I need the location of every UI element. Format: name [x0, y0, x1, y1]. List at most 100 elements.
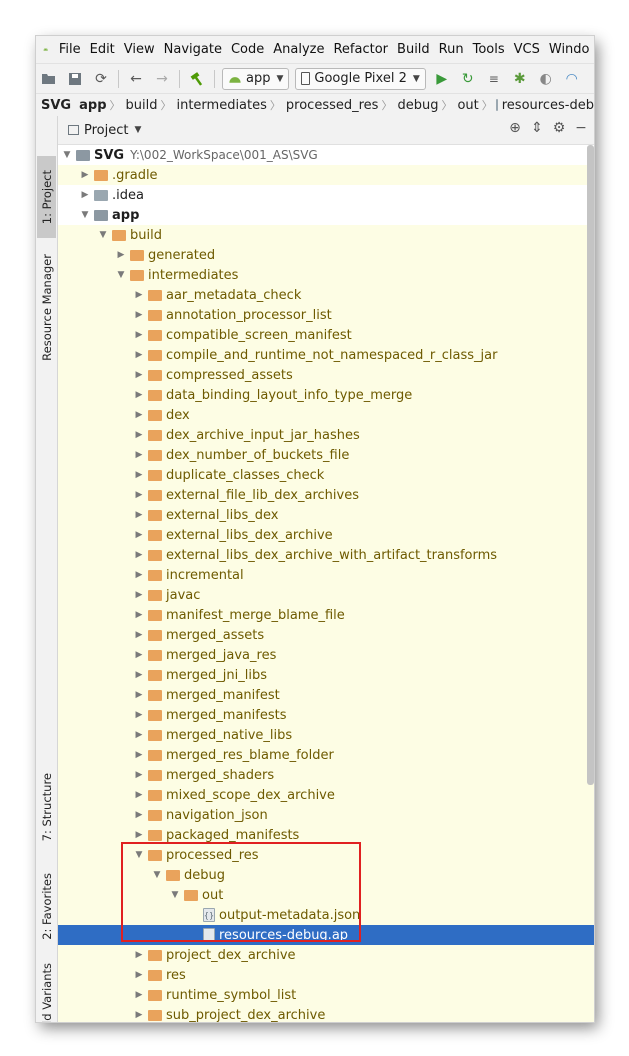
tree-row[interactable]: ▶merged_manifests — [58, 705, 594, 725]
tree-row[interactable]: {}output-metadata.json — [58, 905, 594, 925]
locate-file-icon[interactable]: ⊕ — [509, 120, 521, 136]
menu-file[interactable]: File — [58, 41, 81, 57]
menu-run[interactable]: Run — [438, 41, 464, 57]
collapse-arrow-icon[interactable]: ▶ — [81, 170, 89, 180]
expand-arrow-icon[interactable]: ▼ — [171, 890, 179, 900]
tree-row[interactable]: ▶dex_number_of_buckets_file — [58, 445, 594, 465]
tree-row[interactable]: ▶project_dex_archive — [58, 945, 594, 965]
collapse-arrow-icon[interactable]: ▶ — [135, 790, 143, 800]
collapse-arrow-icon[interactable]: ▶ — [135, 470, 143, 480]
hide-icon[interactable]: − — [575, 120, 587, 136]
collapse-arrow-icon[interactable]: ▶ — [135, 670, 143, 680]
sync-icon[interactable]: ⟳ — [95, 70, 107, 87]
tab-structure[interactable]: 7: Structure — [37, 766, 56, 848]
tree-row[interactable]: ▶merged_manifest — [58, 685, 594, 705]
tree-row[interactable]: ▶external_file_lib_dex_archives — [58, 485, 594, 505]
menu-build[interactable]: Build — [397, 41, 430, 57]
collapse-all-icon[interactable]: ⇕ — [531, 120, 543, 136]
collapse-arrow-icon[interactable]: ▶ — [117, 250, 125, 260]
tree-row[interactable]: ▶merged_assets — [58, 625, 594, 645]
menu-vcs[interactable]: VCS — [513, 41, 540, 57]
collapse-arrow-icon[interactable]: ▶ — [135, 590, 143, 600]
tree-row[interactable]: ▶.idea — [58, 185, 594, 205]
tree-row[interactable]: ▶navigation_json — [58, 805, 594, 825]
expand-arrow-icon[interactable]: ▼ — [99, 230, 107, 240]
collapse-arrow-icon[interactable]: ▶ — [135, 430, 143, 440]
collapse-arrow-icon[interactable]: ▶ — [135, 710, 143, 720]
tree-row[interactable]: ▶incremental — [58, 565, 594, 585]
collapse-arrow-icon[interactable]: ▶ — [135, 290, 143, 300]
expand-arrow-icon[interactable]: ▼ — [63, 150, 71, 160]
menu-edit[interactable]: Edit — [89, 41, 115, 57]
tree-row[interactable]: ▶compile_and_runtime_not_namespaced_r_cl… — [58, 345, 594, 365]
tree-row[interactable]: ▶aar_metadata_check — [58, 285, 594, 305]
expand-arrow-icon[interactable]: ▼ — [117, 270, 125, 280]
gear-icon[interactable]: ⚙ — [552, 120, 566, 136]
chevron-down-icon[interactable]: ▼ — [134, 125, 142, 135]
collapse-arrow-icon[interactable]: ▶ — [135, 390, 143, 400]
menu-code[interactable]: Code — [230, 41, 265, 57]
device-select[interactable]: Google Pixel 2 ▼ — [295, 67, 426, 90]
menu-view[interactable]: View — [123, 41, 155, 57]
tab-resource-manager[interactable]: Resource Manager — [37, 242, 56, 372]
collapse-arrow-icon[interactable]: ▶ — [135, 350, 143, 360]
tree-row[interactable]: ▼app — [58, 205, 594, 225]
breadcrumb-item[interactable]: intermediates — [176, 97, 267, 113]
breadcrumb-item[interactable]: debug — [397, 97, 439, 113]
collapse-arrow-icon[interactable]: ▶ — [135, 310, 143, 320]
breadcrumb-item[interactable]: build — [125, 97, 158, 113]
expand-arrow-icon[interactable]: ▼ — [153, 870, 161, 880]
tab-favorites[interactable]: 2: Favorites — [37, 864, 56, 948]
apply-code-changes-icon[interactable]: ≡ — [488, 71, 499, 86]
tab-project[interactable]: 1: Project — [37, 156, 56, 238]
save-icon[interactable] — [65, 69, 85, 89]
collapse-arrow-icon[interactable]: ▶ — [135, 830, 143, 840]
collapse-arrow-icon[interactable]: ▶ — [135, 630, 143, 640]
tree-row[interactable]: ▶compatible_screen_manifest — [58, 325, 594, 345]
tree-row[interactable]: ▶dex — [58, 405, 594, 425]
menu-navigate[interactable]: Navigate — [163, 41, 222, 57]
tree-row[interactable]: ▼intermediates — [58, 265, 594, 285]
tree-row[interactable]: ▼debug — [58, 865, 594, 885]
tree-scrollbar[interactable] — [587, 145, 594, 785]
breadcrumb-item[interactable]: SVG — [41, 97, 72, 113]
tree-row[interactable]: ▶compressed_assets — [58, 365, 594, 385]
apply-changes-icon[interactable]: ↻ — [461, 70, 474, 87]
collapse-arrow-icon[interactable]: ▶ — [135, 490, 143, 500]
collapse-arrow-icon[interactable]: ▶ — [135, 410, 143, 420]
tree-row[interactable]: ▼out — [58, 885, 594, 905]
collapse-arrow-icon[interactable]: ▶ — [135, 510, 143, 520]
collapse-arrow-icon[interactable]: ▶ — [135, 690, 143, 700]
tree-row[interactable]: ▶res — [58, 965, 594, 985]
collapse-arrow-icon[interactable]: ▶ — [135, 970, 143, 980]
tree-row[interactable]: ▶manifest_merge_blame_file — [58, 605, 594, 625]
tree-row[interactable]: ▶merged_jni_libs — [58, 665, 594, 685]
tree-row[interactable]: ▶merged_res_blame_folder — [58, 745, 594, 765]
menu-analyze[interactable]: Analyze — [273, 41, 325, 57]
tree-row[interactable]: ▶sub_project_dex_archive — [58, 1005, 594, 1022]
tree-row[interactable]: ▶data_binding_layout_info_type_merge — [58, 385, 594, 405]
tree-row[interactable]: ▶runtime_symbol_list — [58, 985, 594, 1005]
menu-refactor[interactable]: Refactor — [333, 41, 389, 57]
collapse-arrow-icon[interactable]: ▶ — [135, 950, 143, 960]
expand-arrow-icon[interactable]: ▼ — [81, 210, 89, 220]
collapse-arrow-icon[interactable]: ▶ — [135, 450, 143, 460]
build-hammer-icon[interactable] — [187, 69, 207, 89]
tree-row[interactable]: ▶merged_native_libs — [58, 725, 594, 745]
tree-row[interactable]: ▶merged_java_res — [58, 645, 594, 665]
tree-row[interactable]: ▶merged_shaders — [58, 765, 594, 785]
collapse-arrow-icon[interactable]: ▶ — [135, 330, 143, 340]
collapse-arrow-icon[interactable]: ▶ — [135, 570, 143, 580]
run-icon[interactable]: ▶ — [436, 70, 448, 87]
expand-arrow-icon[interactable]: ▼ — [135, 850, 143, 860]
collapse-arrow-icon[interactable]: ▶ — [135, 1010, 143, 1020]
collapse-arrow-icon[interactable]: ▶ — [135, 810, 143, 820]
attach-debugger-icon[interactable]: ◐ — [539, 70, 552, 87]
tree-row[interactable]: ▶packaged_manifests — [58, 825, 594, 845]
collapse-arrow-icon[interactable]: ▶ — [135, 610, 143, 620]
run-config-select[interactable]: app ▼ — [222, 67, 290, 90]
tree-row[interactable]: ▶duplicate_classes_check — [58, 465, 594, 485]
tree-row[interactable]: ▶generated — [58, 245, 594, 265]
profile-icon[interactable]: ◠ — [565, 70, 578, 87]
